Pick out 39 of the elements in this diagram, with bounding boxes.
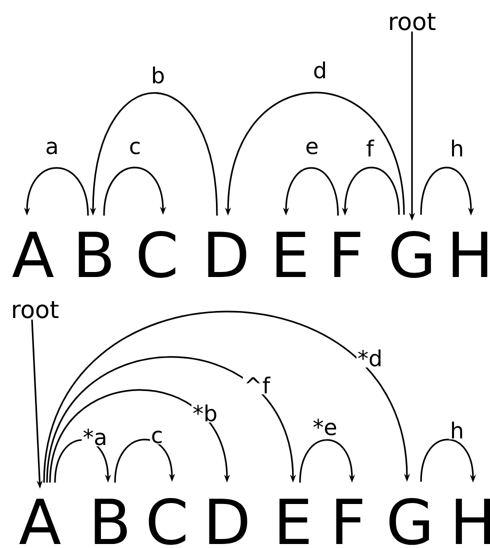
word-letter: C [148,498,186,545]
edge-label: h [449,420,465,440]
edge-label: c [128,140,142,156]
root-label: root [390,13,436,30]
word-letter: E [276,232,306,277]
arc-arrow [43,310,410,483]
word-letter: C [138,230,176,278]
word-letter: D [209,498,248,544]
edge-label: *e [312,418,338,436]
word-letter: A [12,232,54,277]
arc-arrow [54,439,112,483]
arc-arrow [103,166,166,216]
edge-label: a [44,140,60,156]
word-letter: F [334,232,360,277]
word-letter: D [208,232,246,277]
root-label: root [13,301,58,318]
arc-arrow [49,389,230,483]
edge-label: *b [192,403,218,422]
word-letter: H [452,232,488,277]
word-letter: E [280,498,309,544]
word-letter: A [19,498,61,544]
edge-label: h [449,138,465,158]
word-letter: B [94,498,127,544]
word-letter: G [389,498,429,545]
edge-label: *a [82,428,108,446]
edge-label: e [304,140,320,156]
word-letter: B [78,232,111,277]
arc-arrow [114,438,176,483]
edge-label: *d [356,348,384,368]
word-letter: F [336,498,362,544]
arc-arrow [46,356,296,483]
word-letter: H [456,498,490,544]
edge-label: f [365,138,375,158]
edge-label: c [150,430,164,444]
word-letter: G [391,230,431,278]
edge-label: b [150,65,166,84]
arc-arrow [299,439,356,483]
edge-label: d [312,60,328,80]
edge-label: ^f [242,376,272,394]
